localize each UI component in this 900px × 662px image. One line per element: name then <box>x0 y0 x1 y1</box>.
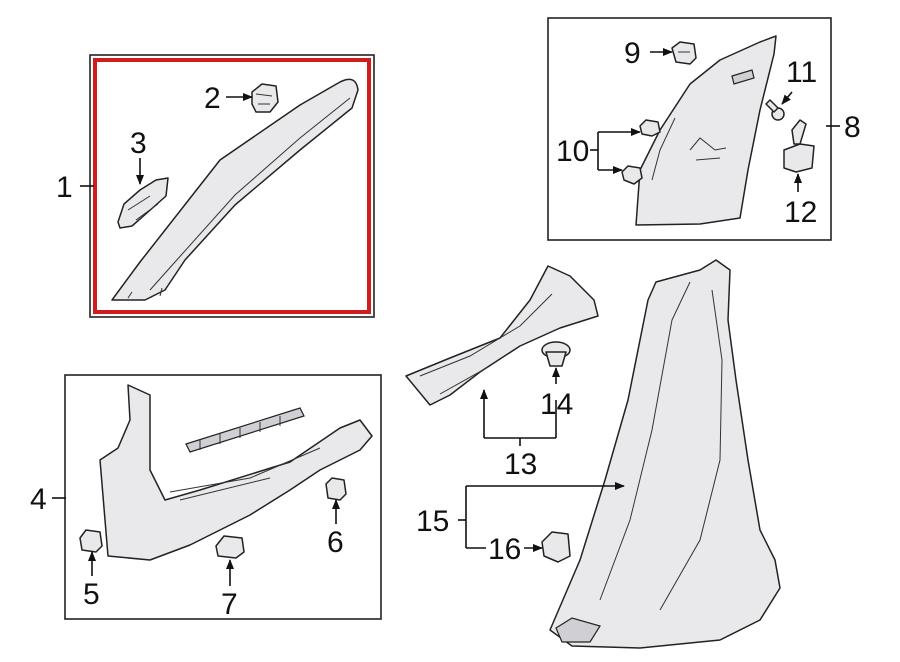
callout-10[interactable]: 10 <box>556 135 589 168</box>
callout-8[interactable]: 8 <box>844 111 861 144</box>
part-screw-11[interactable] <box>765 99 785 121</box>
callout-5[interactable]: 5 <box>83 578 100 611</box>
part-scuff-strip[interactable] <box>185 407 305 453</box>
callout-16[interactable]: 16 <box>488 533 521 566</box>
group-box-sill-plate <box>64 374 382 620</box>
part-clip-2[interactable] <box>251 83 279 113</box>
callout-9[interactable]: 9 <box>624 37 641 70</box>
leader-line-11 <box>781 91 793 105</box>
selected-highlight-frame <box>93 58 371 314</box>
part-sill-plate-4[interactable] <box>99 384 373 561</box>
part-clip-7[interactable] <box>215 535 245 559</box>
callout-6[interactable]: 6 <box>327 526 344 559</box>
part-grommet-14[interactable] <box>541 341 571 367</box>
callout-1[interactable]: 1 <box>56 171 73 204</box>
part-b-pillar-lower-trim-15[interactable] <box>549 259 781 649</box>
part-a-pillar-trim[interactable] <box>111 78 359 301</box>
callout-3[interactable]: 3 <box>130 127 147 160</box>
part-retainer-12[interactable] <box>783 119 815 173</box>
part-clip-16[interactable] <box>541 531 571 563</box>
part-clip-6[interactable] <box>325 477 347 501</box>
callout-11[interactable]: 11 <box>786 56 817 89</box>
part-lower-trim-13[interactable] <box>405 265 599 406</box>
callout-12[interactable]: 12 <box>784 196 817 229</box>
group-box-b-pillar-trim <box>547 17 832 241</box>
part-clip-5[interactable] <box>79 529 103 553</box>
part-clip-9[interactable] <box>671 41 697 65</box>
part-clip-10a[interactable] <box>639 119 661 137</box>
callout-4[interactable]: 4 <box>30 483 47 516</box>
callout-7[interactable]: 7 <box>221 588 238 621</box>
callout-2[interactable]: 2 <box>204 82 221 115</box>
callout-13[interactable]: 13 <box>504 448 537 481</box>
part-clip-10b[interactable] <box>621 165 643 185</box>
part-bracket-3[interactable] <box>117 177 169 229</box>
callout-15[interactable]: 15 <box>416 505 449 538</box>
callout-14[interactable]: 14 <box>540 388 573 421</box>
